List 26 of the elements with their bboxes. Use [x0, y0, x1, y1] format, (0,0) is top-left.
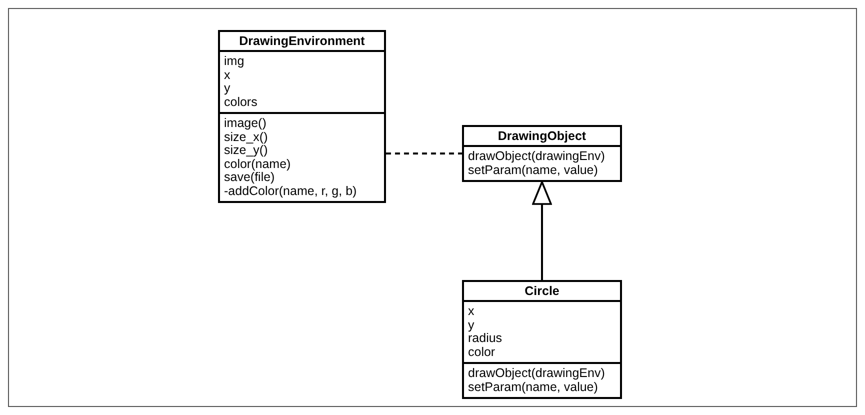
class-box [462, 280, 622, 399]
dashed-connector [386, 152, 462, 154]
attribute-text: y [468, 318, 474, 332]
method-text: -addColor(name, r, g, b) [224, 184, 358, 198]
method-text: drawObject(drawingEnv) [468, 150, 606, 164]
method-text: size_y() [224, 144, 269, 158]
method-text: setParam(name, value) [468, 380, 598, 394]
attribute-text: x [224, 68, 230, 82]
method-text: save(file) [224, 171, 275, 184]
attribute-text: y [224, 82, 232, 96]
attribute-text: radius [468, 332, 504, 346]
class-box [218, 30, 386, 203]
attribute-text: color [468, 346, 496, 359]
method-text: color(name) [224, 158, 292, 171]
method-text: size_x() [224, 130, 269, 144]
attribute-text: img [224, 55, 246, 68]
class-name: Circle [524, 284, 560, 298]
method-text: drawObject(drawingEnv) [468, 367, 606, 380]
class-name: DrawingEnvironment [238, 34, 366, 48]
method-text: image() [224, 117, 268, 130]
class-name: DrawingObject [496, 129, 588, 143]
attribute-text: x [468, 305, 476, 318]
class-box [462, 125, 622, 182]
attribute-text: colors [224, 96, 258, 109]
inheritance-arrow [532, 181, 552, 280]
method-text: setParam(name, value) [468, 164, 598, 177]
